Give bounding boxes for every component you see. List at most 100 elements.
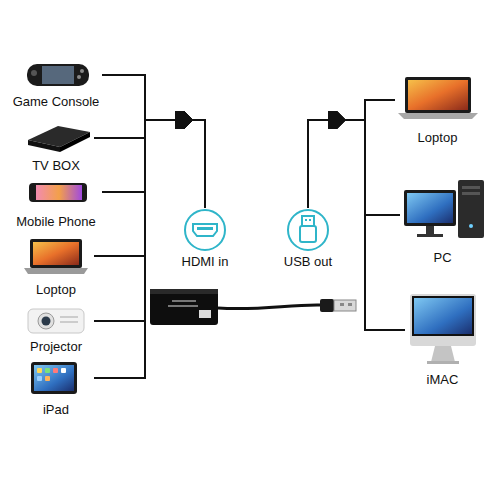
app-icon [53, 368, 58, 373]
connector-line [94, 120, 205, 256]
laptop-screen [408, 80, 468, 110]
device-label: TV BOX [32, 158, 80, 174]
imac-bezel [412, 296, 474, 336]
imac-screen [414, 298, 472, 334]
connector-line [308, 100, 395, 208]
arrow-head [175, 111, 193, 129]
device-node: HDMI in [172, 208, 238, 270]
console-button [77, 75, 81, 79]
usb-plug-hole [305, 219, 307, 221]
arrow-head [175, 111, 193, 129]
usb-plug-metal [334, 300, 356, 311]
connector-line [94, 120, 205, 208]
connector [94, 111, 205, 256]
usb-icon-ring [288, 210, 328, 250]
device-node: Loptop [18, 236, 94, 298]
pc-tower [458, 180, 484, 238]
device-label: Projector [30, 339, 82, 355]
connector [308, 100, 395, 208]
device-label: Mobile Phone [16, 214, 96, 230]
device-label: Game Console [13, 94, 100, 110]
device-node: Mobile Phone [10, 178, 102, 230]
connector [94, 111, 205, 378]
device-label: Loptop [36, 282, 76, 298]
imac-body [410, 294, 476, 346]
projector-vent [60, 321, 78, 323]
connector [94, 111, 205, 321]
monitor-stand [426, 226, 434, 234]
laptop-screen [33, 242, 79, 265]
console-pad [31, 70, 37, 76]
phone-body [29, 183, 87, 202]
app-icon [61, 368, 66, 373]
tablet-screen [34, 365, 74, 391]
phone-screen [36, 185, 82, 200]
app-icon [45, 376, 50, 381]
console-screen [42, 66, 74, 84]
usb-plug-grip [320, 299, 334, 312]
laptop-base [398, 113, 478, 119]
monitor-foot [417, 234, 443, 237]
capture-device-badge [199, 310, 211, 318]
imac-foot [427, 361, 459, 364]
capture-device-bevel [150, 289, 218, 294]
device-label: Loptop [418, 130, 458, 146]
device-node: Projector [18, 305, 94, 355]
usb-plug-hole [309, 219, 311, 221]
device-node: USB out [272, 208, 344, 270]
arrow-head [175, 111, 193, 129]
connector [102, 75, 205, 208]
connector-line [308, 120, 400, 215]
hdmi-port-symbol [193, 224, 217, 236]
hdmi-icon-ring [185, 210, 225, 250]
projector-lens-ring [38, 313, 54, 329]
console-button [80, 69, 84, 73]
usb-plug-body [300, 226, 316, 242]
imac-stand [431, 346, 455, 362]
app-icon [37, 368, 42, 373]
device-label: PC [433, 250, 451, 266]
connector-line [308, 120, 405, 330]
arrow-head [175, 111, 193, 129]
device-label: USB out [284, 254, 332, 270]
device-node: TV BOX [18, 120, 94, 174]
capture-device-print [168, 305, 198, 307]
usb-cable [218, 305, 322, 309]
laptop-lid [405, 77, 471, 113]
device-label: HDMI in [182, 254, 229, 270]
laptop-base [24, 268, 88, 274]
tvbox-side [60, 132, 90, 152]
device-label: iPad [43, 402, 69, 418]
usb-plug-hole [340, 303, 344, 306]
device-node: iPad [18, 360, 94, 418]
capture-device-print [172, 300, 196, 302]
usb-plug-tip [302, 216, 314, 226]
arrow-head [328, 111, 346, 129]
connector [308, 111, 400, 215]
monitor-screen [407, 193, 453, 223]
connector-line [94, 120, 205, 378]
device-node: iMAC [405, 290, 480, 388]
connector [308, 111, 405, 330]
projector-vent [60, 316, 78, 318]
connector [94, 111, 205, 208]
projector-body [28, 309, 84, 333]
device-node: Loptop [395, 72, 480, 146]
arrow-head [175, 111, 193, 129]
hdmi-port-pins [197, 227, 213, 230]
app-icon [37, 376, 42, 381]
device-node: Game Console [10, 58, 102, 110]
capture-device [150, 289, 218, 325]
arrow-head [328, 111, 346, 129]
arrow-head [175, 111, 193, 129]
drive-bay [462, 186, 480, 189]
monitor-frame [404, 190, 456, 226]
tablet-body [31, 362, 77, 394]
device-label: iMAC [427, 372, 459, 388]
projector-lens [42, 317, 51, 326]
arrow-head [328, 111, 346, 129]
device-node: PC [400, 178, 485, 266]
